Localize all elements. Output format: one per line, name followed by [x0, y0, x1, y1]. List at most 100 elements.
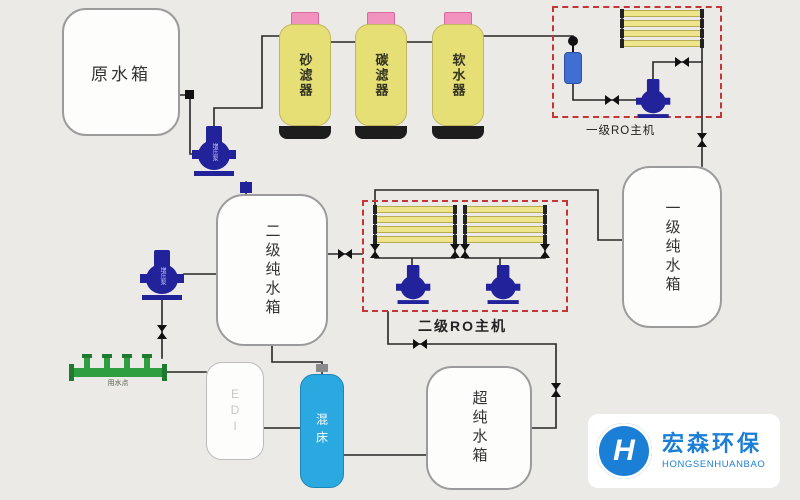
logo-subtitle: HONGSENHUANBAO	[662, 459, 766, 471]
membrane-tube	[620, 29, 704, 38]
mixed-bed-label: 混床	[314, 413, 329, 449]
ultra-pure-water-tank-label: 超纯水箱	[470, 390, 488, 466]
ro-stage2-unit-box	[362, 200, 568, 312]
ultra-pure-water-tank: 超纯水箱	[426, 366, 532, 490]
ro2-membrane-stack-left	[373, 205, 457, 246]
ro-stage1-label: 一级RO主机	[586, 125, 656, 137]
pump-flange	[512, 283, 521, 291]
pipe-fitting	[185, 90, 194, 99]
membrane-tube	[373, 215, 457, 224]
vessel-base	[355, 126, 407, 139]
membrane-tube	[373, 225, 457, 234]
manifold-outlet	[122, 354, 132, 369]
pump-flange	[226, 150, 236, 159]
cartridge-neck	[572, 45, 574, 53]
ro1-high-pressure-pump	[636, 79, 671, 118]
logo-brand-name: 宏森环保	[662, 430, 763, 456]
pump-base	[142, 295, 182, 300]
manifold-flange	[162, 364, 167, 381]
water-point-label: 用水点	[107, 380, 129, 387]
pump-base	[194, 171, 234, 176]
membrane-tube	[463, 225, 547, 234]
membrane-tube	[463, 235, 547, 244]
pump-motor	[406, 265, 420, 280]
ro2-high-pressure-pump-right	[486, 265, 521, 304]
valve-icon	[697, 133, 707, 147]
pump-flange	[174, 274, 184, 283]
pump-motor	[154, 250, 170, 268]
vessel-body: 软水器	[432, 24, 484, 126]
pump-base	[397, 300, 429, 304]
cartridge-body	[564, 52, 582, 84]
sand-filter-label: 砂滤器	[297, 52, 313, 98]
edi-unit-label: EDI	[228, 387, 242, 435]
ro-stage2-label: 二级RO主机	[418, 318, 507, 334]
vessel-base	[432, 126, 484, 139]
pump-body	[490, 275, 516, 300]
membrane-tube	[620, 19, 704, 28]
ball-valve-icon	[568, 36, 578, 46]
pump-flange	[486, 283, 494, 291]
pump-label: 增压泵	[211, 143, 217, 161]
booster-pump-1: 增压泵	[192, 126, 236, 176]
ro1-membrane-stack	[620, 9, 704, 50]
membrane-tube	[463, 205, 547, 214]
manifold-outlet	[102, 354, 112, 369]
pump-motor	[646, 79, 660, 94]
logo-text-block: 宏森环保 HONGSENHUANBAO	[662, 430, 766, 471]
mixed-bed-fitting	[316, 364, 328, 372]
softener-vessel: 软水器	[432, 12, 484, 139]
pump-flange	[396, 283, 404, 291]
carbon-filter-label: 碳滤器	[373, 52, 389, 98]
pump-flange	[636, 97, 644, 105]
membrane-tube	[463, 215, 547, 224]
pump-base	[487, 300, 519, 304]
pump-flange	[662, 97, 671, 105]
manifold-outlet	[82, 354, 92, 369]
pump-body	[146, 264, 178, 294]
vessel-body: 碳滤器	[355, 24, 407, 126]
pump-motor	[206, 126, 222, 144]
manifold-flange	[69, 364, 74, 381]
membrane-tube	[620, 9, 704, 18]
manifold-outlet	[142, 354, 152, 369]
vessel-base	[279, 126, 331, 139]
softener-label: 软水器	[450, 52, 466, 98]
pump-label: 增压泵	[159, 267, 165, 285]
valve-icon	[157, 325, 167, 339]
logo-circle-icon: H	[596, 423, 652, 479]
logo-monogram: H	[613, 434, 635, 467]
pump-motor	[496, 265, 510, 280]
pump-body	[640, 89, 666, 114]
membrane-tube	[373, 235, 457, 244]
pump-base	[637, 114, 669, 118]
booster-pump-2: 增压泵	[140, 250, 184, 300]
pump-flange	[140, 274, 150, 283]
ro2-membrane-stack-right	[463, 205, 547, 246]
company-logo: H 宏森环保 HONGSENHUANBAO	[588, 414, 780, 488]
pump-body	[198, 140, 230, 170]
membrane-tube	[373, 205, 457, 214]
ro2-high-pressure-pump-left	[396, 265, 431, 304]
pump-flange	[192, 150, 202, 159]
pump-flange	[422, 283, 431, 291]
edi-unit-tank: EDI	[206, 362, 264, 460]
vessel-body: 砂滤器	[279, 24, 331, 126]
cartridge-filter-icon	[562, 36, 584, 88]
sand-filter-vessel: 砂滤器	[279, 12, 331, 139]
carbon-filter-vessel: 碳滤器	[355, 12, 407, 139]
water-point-manifold: 用水点	[69, 352, 167, 388]
stage1-pure-water-tank-label: 一级纯水箱	[663, 199, 681, 295]
raw-water-tank: 原水箱	[62, 8, 180, 136]
stage1-pure-water-tank: 一级纯水箱	[622, 166, 722, 328]
pump-body	[400, 275, 426, 300]
mixed-bed-column: 混床	[300, 374, 344, 488]
stage2-pure-water-tank-label: 二级纯水箱	[263, 222, 281, 318]
valve-icon	[338, 249, 352, 259]
ro-stage1-unit-box	[552, 6, 722, 118]
tank-top-valve	[240, 182, 252, 193]
raw-water-tank-label: 原水箱	[91, 64, 151, 84]
membrane-tube	[620, 39, 704, 48]
valve-icon	[413, 339, 427, 349]
